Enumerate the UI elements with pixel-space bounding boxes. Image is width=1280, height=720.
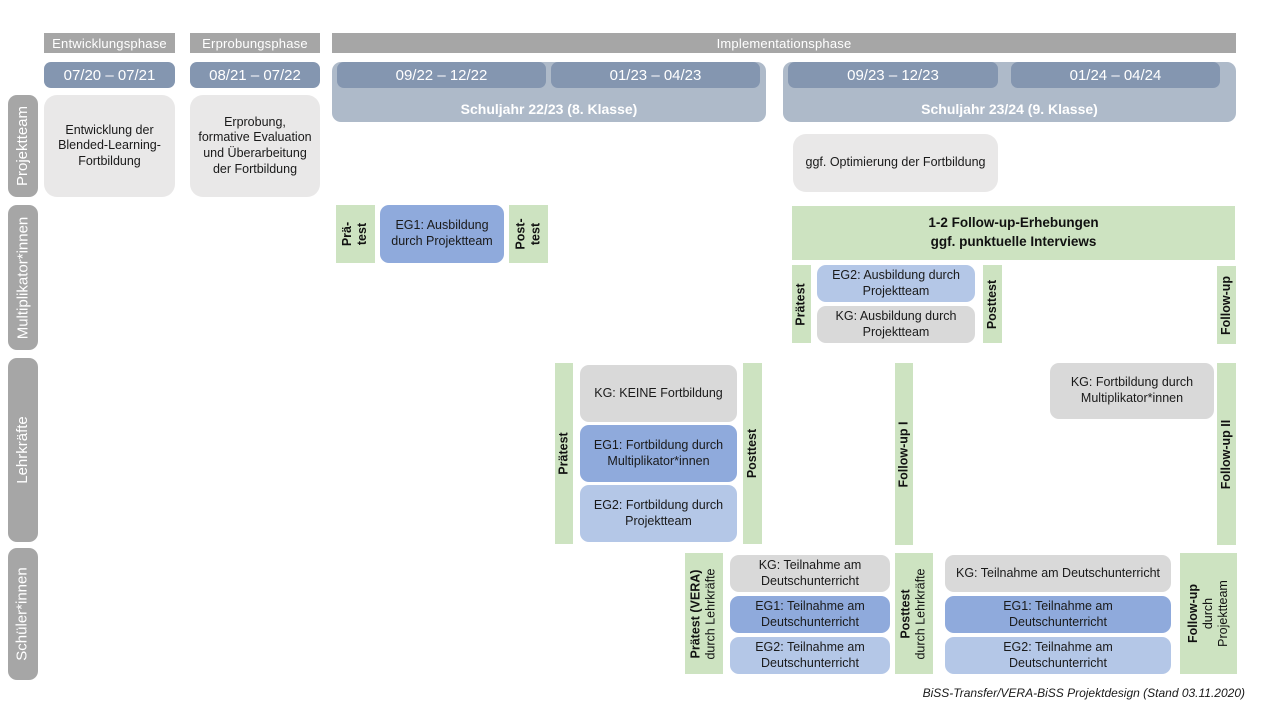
mult-followup-bar: Follow-up (1217, 266, 1236, 344)
footer-caption: BiSS-Transfer/VERA-BiSS Projektdesign (S… (922, 686, 1245, 700)
lehr-kg2-box: KG: Fortbildung durch Multiplikator*inne… (1050, 363, 1214, 419)
mult-posttest2-bar-text: Posttest (985, 279, 1000, 329)
lehr-followup1-bar: Follow-up I (895, 363, 913, 545)
mult-followup-band: 1-2 Follow-up-Erhebungen ggf. punktuelle… (792, 206, 1235, 260)
lehr-followup2-bar-text: Follow-up II (1219, 419, 1233, 489)
lehr-followup2-bar: Follow-up II (1217, 363, 1236, 545)
mult-praetest2-bar-text: Prätest (794, 282, 809, 326)
lehr-posttest-bar-text: Posttest (745, 428, 760, 479)
phase-bar-erprobungsphase: Erprobungsphase (190, 33, 320, 53)
phase-bar-implementationsphase: Implementationsphase (332, 33, 1236, 53)
schueler-kg-box-2: KG: Teilnahme am Deutschunterricht (945, 555, 1171, 592)
mult-posttest-bar-text: Post- test (513, 218, 543, 250)
mult-followup-band-line1: 1-2 Follow-up-Erhebungen (928, 215, 1099, 231)
mult-posttest-bar: Post- test (509, 205, 548, 263)
row-label-lehrkraefte: Lehrkräfte (8, 358, 38, 542)
schueler-posttest-bar: Posttest durch Lehrkräfte (895, 553, 933, 674)
date-bar-0123-0423: 01/23 – 04/23 (551, 62, 760, 88)
schueler-praetest-bar-text: Prätest (VERA) durch Lehrkräfte (689, 567, 718, 660)
date-bar-0124-0424: 01/24 – 04/24 (1011, 62, 1220, 88)
mult-followup-bar-text: Follow-up (1219, 275, 1234, 335)
lehr-followup1-bar-text: Follow-up I (896, 421, 911, 487)
row-label-multiplikatoren: Multiplikator*innen (8, 205, 38, 350)
date-bar-0720-0721: 07/20 – 07/21 (44, 62, 175, 88)
date-bar-0922-1222: 09/22 – 12/22 (337, 62, 546, 88)
school-year-label-2324: Schuljahr 23/24 (9. Klasse) (921, 101, 1098, 117)
box-entwicklung-fortbildung: Entwicklung der Blended-Learning-Fortbil… (44, 95, 175, 197)
row-label-schueler: Schüler*innen (8, 548, 38, 680)
schueler-followup-bar: Follow-up durch Projektteam (1180, 553, 1237, 674)
schueler-eg1-box-1: EG1: Teilnahme am Deutschunterricht (730, 596, 890, 633)
schueler-followup-bar-text: Follow-up durch Projektteam (1186, 580, 1231, 647)
box-ggf-optimierung: ggf. Optimierung der Fortbildung (793, 134, 998, 192)
date-bar-0923-1223: 09/23 – 12/23 (788, 62, 998, 88)
box-erprobung-evaluation: Erprobung, formative Evaluation und Über… (190, 95, 320, 197)
schueler-praetest-bar: Prätest (VERA) durch Lehrkräfte (685, 553, 723, 674)
lehr-praetest-bar-text: Prätest (556, 432, 571, 475)
row-label-multiplikatoren-text: Multiplikator*innen (14, 216, 32, 339)
date-bar-0821-0722: 08/21 – 07/22 (190, 62, 320, 88)
mult-eg2-box: EG2: Ausbildung durch Projektteam (817, 265, 975, 302)
mult-kg-box: KG: Ausbildung durch Projektteam (817, 306, 975, 343)
mult-praetest-bar-text: Prä- test (340, 221, 370, 247)
mult-followup-band-line2: ggf. punktuelle Interviews (930, 234, 1097, 249)
schueler-posttest-bar-text: Posttest durch Lehrkräfte (899, 567, 928, 660)
phase-bar-entwicklungsphase: Entwicklungsphase (44, 33, 175, 53)
lehr-praetest-bar: Prätest (555, 363, 573, 544)
mult-praetest-bar: Prä- test (336, 205, 375, 263)
row-label-lehrkraefte-text: Lehrkräfte (14, 416, 32, 484)
row-label-schueler-text: Schüler*innen (14, 567, 31, 661)
row-label-projektteam: Projektteam (8, 95, 38, 197)
mult-praetest2-bar: Prätest (792, 265, 811, 343)
schueler-kg-box-1: KG: Teilnahme am Deutschunterricht (730, 555, 890, 592)
lehr-eg1-box: EG1: Fortbildung durch Multiplikator*inn… (580, 425, 737, 482)
schueler-eg1-box-2: EG1: Teilnahme am Deutschunterricht (945, 596, 1171, 633)
school-year-label-2223: Schuljahr 22/23 (8. Klasse) (460, 101, 638, 117)
lehr-kg-box: KG: KEINE Fortbildung (580, 365, 737, 422)
lehr-eg2-box: EG2: Fortbildung durch Projektteam (580, 485, 737, 542)
schueler-eg2-box-2: EG2: Teilnahme am Deutschunterricht (945, 637, 1171, 674)
mult-posttest2-bar: Posttest (983, 265, 1002, 343)
lehr-posttest-bar: Posttest (743, 363, 762, 544)
row-label-projektteam-text: Projektteam (14, 105, 32, 187)
mult-eg1-box: EG1: Ausbildung durch Projektteam (380, 205, 504, 263)
schueler-eg2-box-1: EG2: Teilnahme am Deutschunterricht (730, 637, 890, 674)
